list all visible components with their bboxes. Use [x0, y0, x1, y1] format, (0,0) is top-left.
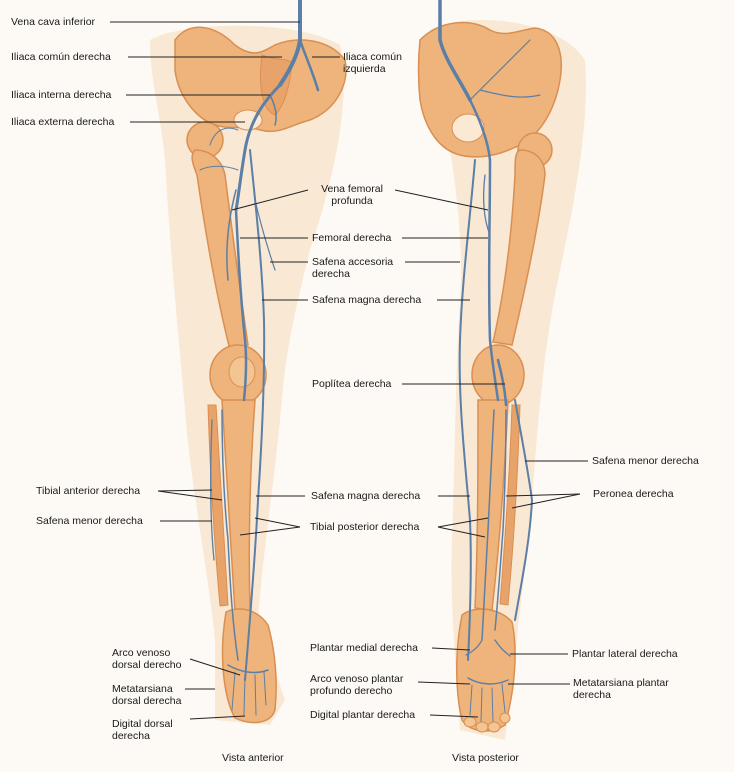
label-safena-magna-derecha-upper: Safena magna derecha	[312, 294, 422, 306]
label-femoral-derecha: Femoral derecha	[312, 232, 392, 244]
label-iliaca-externa-derecha: Iliaca externa derecha	[11, 116, 115, 128]
posterior-metatarsal-veins	[469, 683, 506, 723]
label-digital-plantar-derecha: Digital plantar derecha	[310, 709, 416, 721]
posterior-plantar-medial	[465, 639, 483, 656]
posterior-plantar-arch	[467, 677, 509, 685]
label-safena-magna-derecha-lower: Safena magna derecha	[311, 490, 421, 502]
anterior-deep-femoral	[226, 189, 237, 281]
label-safena-menor-derecha-left: Safena menor derecha	[36, 515, 143, 527]
anterior-figure	[150, 0, 347, 725]
label-arco-venoso-dorsal-derecho: Arco venoso dorsal derecho	[112, 647, 182, 671]
anterior-metatarsal-veins	[231, 671, 267, 716]
label-plantar-lateral-derecha: Plantar lateral derecha	[572, 648, 678, 660]
posterior-iliac	[468, 98, 492, 162]
anterior-foot	[221, 608, 277, 724]
label-tibial-anterior-derecha: Tibial anterior derecha	[36, 485, 141, 497]
posterior-phalanges	[463, 712, 511, 733]
label-peronea-derecha: Peronea derecha	[593, 488, 674, 500]
posterior-obturator	[451, 113, 485, 143]
label-metatarsiana-dorsal-derecha: Metatarsiana dorsal derecha	[112, 683, 182, 707]
posterior-great-saphenous	[458, 159, 476, 661]
posterior-femoral	[487, 158, 500, 402]
anterior-tibial-anterior	[221, 409, 239, 661]
label-iliaca-interna-derecha: Iliaca interna derecha	[11, 89, 112, 101]
posterior-femur	[492, 149, 546, 346]
label-iliaca-comun-derecha: Iliaca común derecha	[11, 51, 111, 63]
anterior-great-saphenous	[244, 149, 266, 681]
anterior-iliac-right	[234, 83, 282, 212]
posterior-popliteal	[496, 358, 508, 407]
posterior-ivc	[438, 0, 472, 102]
view-title-anterior: Vista anterior	[222, 752, 284, 764]
anterior-obturator	[233, 109, 263, 131]
label-metatarsiana-plantar-derecha: Metatarsiana plantar derecha	[573, 677, 669, 701]
label-digital-dorsal-derecha: Digital dorsal derecha	[112, 718, 173, 742]
posterior-veins	[438, 0, 541, 723]
label-safena-menor-derecha-right: Safena menor derecha	[592, 455, 699, 467]
label-safena-accesoria-derecha: Safena accesoria derecha	[312, 256, 394, 280]
label-tibial-posterior-derecha: Tibial posterior derecha	[310, 521, 420, 533]
anterior-small-saphenous	[210, 419, 215, 561]
posterior-fibula	[499, 404, 521, 606]
anterior-patella	[228, 356, 256, 388]
anterior-dorsal-arch	[227, 664, 269, 674]
label-plantar-medial-derecha: Plantar medial derecha	[310, 642, 418, 654]
posterior-peroneal	[494, 409, 507, 631]
label-poplitea-derecha: Poplítea derecha	[312, 378, 392, 390]
anterior-accessory-saphenous	[254, 199, 276, 271]
view-title-posterior: Vista posterior	[452, 752, 519, 764]
label-arco-venoso-plantar-profundo-derecho: Arco venoso plantar profundo derecho	[310, 673, 404, 697]
posterior-figure	[417, 0, 586, 740]
label-vena-cava-inferior: Vena cava inferior	[11, 16, 96, 28]
anterior-pelvic-branches	[199, 127, 239, 171]
label-iliaca-comun-izquierda: Iliaca común izquierda	[343, 51, 402, 75]
anterior-iliac-left	[298, 38, 320, 92]
anterior-veins	[199, 0, 320, 716]
posterior-pelvic-branches	[469, 39, 541, 101]
posterior-tibial-posterior	[481, 409, 495, 641]
leader-lines	[110, 21, 588, 720]
anterior-internal-iliac	[269, 94, 277, 126]
posterior-plantar-lateral	[494, 639, 511, 657]
posterior-small-saphenous	[514, 399, 534, 621]
label-vena-femoral-profunda: Vena femoral profunda	[321, 183, 383, 207]
anterior-femoral	[234, 208, 248, 402]
